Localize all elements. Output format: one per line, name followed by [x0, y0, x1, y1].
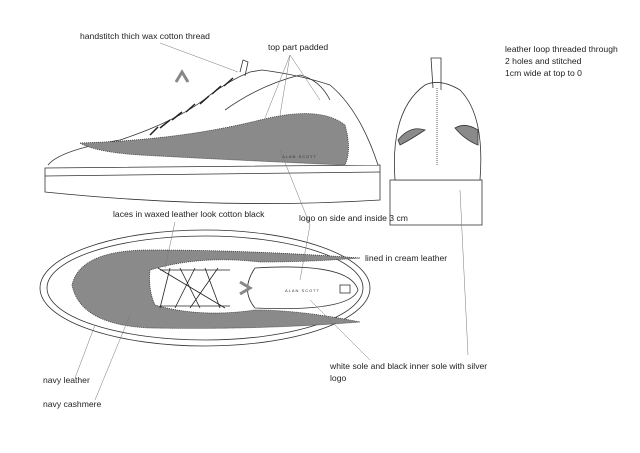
top-grey-panel: [71, 249, 361, 329]
side-chevron-logo: [174, 69, 190, 83]
side-heel-loop: [239, 59, 249, 77]
label-sole-1: white sole and black inner sole with sil…: [330, 361, 488, 371]
label-padded: top part padded: [268, 42, 329, 52]
top-chevron-logo: [239, 280, 253, 296]
back-view-shoe: [389, 57, 483, 226]
label-loop-2: 2 holes and stitched: [505, 56, 582, 66]
top-laces: [157, 267, 230, 309]
top-heel-loop: [339, 284, 351, 294]
label-loop-1: leather loop threaded through: [505, 44, 618, 54]
back-grey-left: [397, 128, 426, 146]
back-loop: [430, 57, 442, 90]
label-navy-cashmere: navy cashmere: [43, 399, 102, 409]
label-lining: lined in cream leather: [365, 253, 448, 263]
top-view-shoe: ALAN SCOTT: [39, 229, 371, 347]
label-logo: logo on side and inside 3 cm: [299, 213, 408, 223]
side-grey-panel: [78, 113, 349, 166]
top-brand-logo: ALAN SCOTT: [285, 288, 320, 293]
side-brand-logo: ALAN SCOTT: [282, 154, 317, 159]
label-loop-3: 1cm wide at top to 0: [505, 68, 582, 78]
side-sole: [44, 164, 381, 204]
side-view-shoe: ALAN SCOTT: [44, 59, 381, 204]
back-sole: [389, 179, 483, 226]
back-grey-right: [454, 125, 479, 146]
top-opening: [247, 266, 359, 309]
label-laces: laces in waxed leather look cotton black: [113, 209, 265, 219]
label-sole-2: logo: [330, 373, 347, 383]
side-laces: [149, 77, 234, 136]
leader-lines: [74, 42, 469, 401]
label-thread: handstitch thich wax cotton thread: [80, 31, 210, 41]
label-navy-leather: navy leather: [43, 375, 90, 385]
